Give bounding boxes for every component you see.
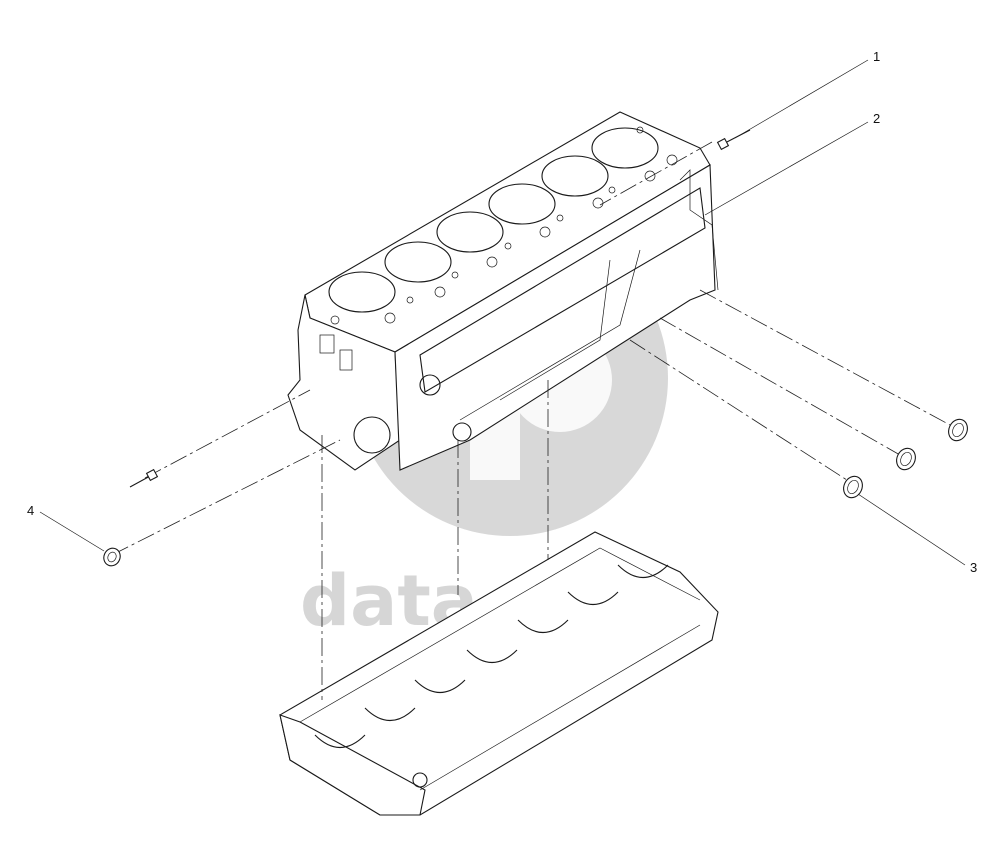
bore-4 xyxy=(488,183,556,225)
block-rear-flange xyxy=(679,169,719,291)
saddle-1 xyxy=(314,734,366,749)
plug-1 xyxy=(948,418,968,442)
bolt-lower xyxy=(129,468,159,488)
frame-side-edge xyxy=(419,624,701,791)
bore-3 xyxy=(436,211,504,253)
block-side-rail xyxy=(419,187,706,393)
crankcase-lower-frame xyxy=(279,531,719,816)
saddle-2 xyxy=(364,707,416,722)
frame-inner-edge xyxy=(299,547,701,723)
plug-3 xyxy=(843,475,863,499)
end-face-window-2 xyxy=(339,349,353,371)
end-face-boss xyxy=(353,416,391,454)
block-end-face xyxy=(287,294,401,471)
assembly-lines xyxy=(111,141,951,700)
bore-6 xyxy=(591,127,659,169)
saddle-3 xyxy=(414,679,466,694)
leader-4 xyxy=(39,511,105,552)
block-side-face xyxy=(394,164,716,471)
bore-1 xyxy=(328,271,396,313)
bearing-saddles xyxy=(314,564,669,749)
bore-2 xyxy=(384,241,452,283)
saddle-5 xyxy=(517,619,569,634)
plug-4 xyxy=(103,547,121,567)
leader-lines xyxy=(39,59,966,566)
frame-end-boss xyxy=(412,772,428,788)
saddle-4 xyxy=(466,649,518,664)
leader-3 xyxy=(857,493,966,566)
callout-2: 2 xyxy=(873,111,880,126)
leader-1 xyxy=(734,59,869,139)
callout-3: 3 xyxy=(970,560,977,575)
end-face-port xyxy=(419,374,441,396)
plugs xyxy=(103,418,968,567)
deck-holes xyxy=(330,126,678,325)
saddle-6 xyxy=(567,591,619,606)
block-side-rib xyxy=(459,249,641,421)
plug-2 xyxy=(896,447,916,471)
saddle-7 xyxy=(617,564,669,579)
side-plug-port xyxy=(452,422,472,442)
end-face-window xyxy=(319,334,335,354)
cylinder-bores xyxy=(328,127,659,313)
cylinder-block xyxy=(287,111,719,471)
bore-5 xyxy=(541,155,609,197)
block-side-rib-2 xyxy=(499,259,611,401)
callout-1: 1 xyxy=(873,49,880,64)
leader-2 xyxy=(704,121,869,216)
bolt-upper xyxy=(716,129,751,151)
callout-4: 4 xyxy=(27,503,34,518)
